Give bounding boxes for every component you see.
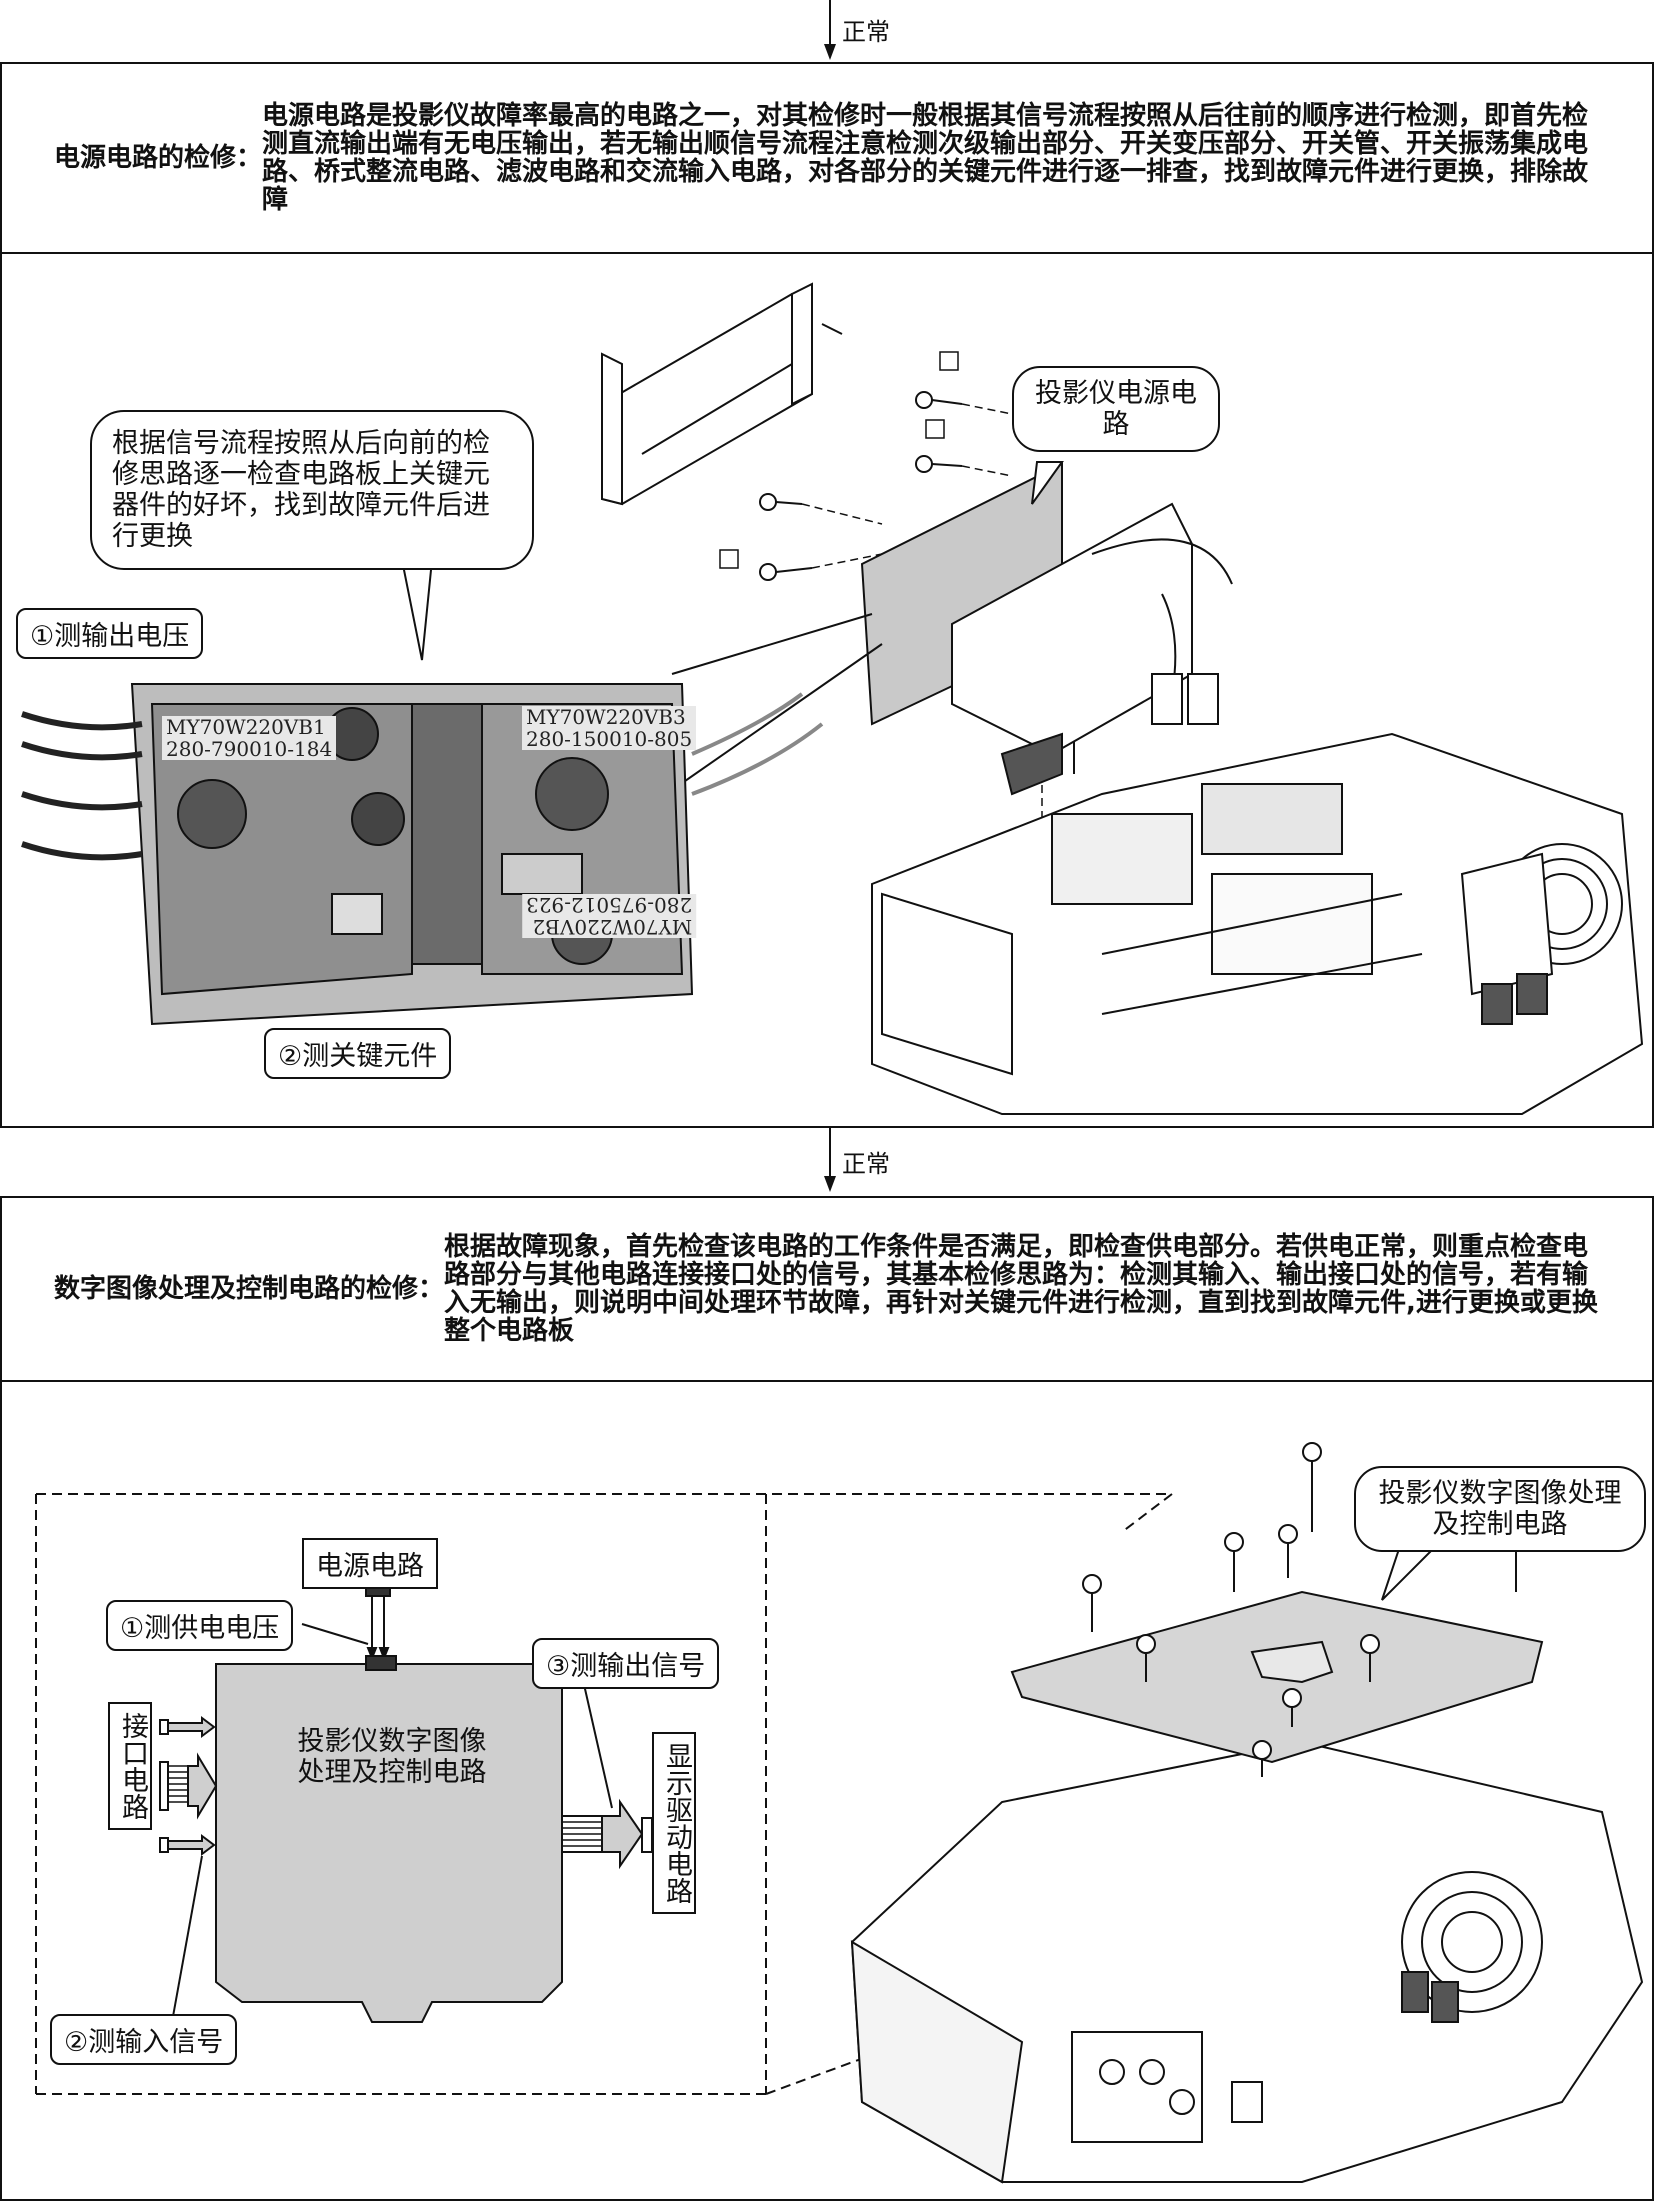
callout-power-circuit: 投影仪电源电路: [1012, 366, 1220, 452]
label-output-signal: ③测输出信号: [532, 1638, 720, 1689]
label-supply-voltage-text: ①测供电电压: [120, 1613, 280, 1644]
digital-board-title-text: 投影仪数字图像处理及控制电路: [297, 1726, 487, 1788]
output-cables: [691, 692, 824, 796]
display-driver-box: 显示驱动电路: [652, 1732, 696, 1914]
projector-chassis: [871, 732, 1644, 1115]
label-output-voltage-text: ①测输出电压: [30, 621, 190, 652]
label-key-parts: ②测关键元件: [264, 1028, 452, 1079]
section2-body: 根据故障现象，首先检查该电路的工作条件是否满足，即检查供电部分。若供电正常，则重…: [444, 1232, 1598, 1346]
section1-illustration: MY70W220VB1 280-790010-184 MY70W220VB3 2…: [0, 252, 1654, 1128]
input-arrows: [159, 1716, 218, 2023]
input-cables: [21, 711, 143, 861]
board-tag-3: MY70W220VB2 280-975012-923: [522, 893, 697, 939]
section2-illustration: 电源电路 ①测供电电压 ③测输出信号 ②测输入信号 投影仪数字图像处理及控制电路…: [0, 1380, 1654, 2201]
power-circuit-text: 电源电路: [316, 1551, 424, 1582]
section2-heading: 数字图像处理及控制电路的检修：: [54, 1274, 445, 1304]
board-tag-1b: 280-790010-184: [166, 737, 333, 761]
power-circuit-drawing: [21, 282, 1644, 1115]
interface-circuit-text: 接口电路: [117, 1712, 148, 1820]
board-tag-2b: 280-150010-805: [526, 727, 693, 751]
board-tag-3b: 280-975012-923: [526, 893, 693, 917]
flow-label-normal-top: 正常: [842, 18, 890, 46]
power-circuit-box: 电源电路: [302, 1538, 438, 1589]
callout-pointers: [400, 461, 1064, 661]
label-input-signal: ②测输入信号: [50, 2014, 238, 2065]
label-key-parts-text: ②测关键元件: [278, 1041, 438, 1072]
flow-arrow-top: [820, 0, 840, 62]
digital-board-title: 投影仪数字图像处理及控制电路: [292, 1726, 492, 1788]
section1-body: 电源电路是投影仪故障率最高的电路之一，对其检修时一般根据其信号流程按照从后往前的…: [262, 101, 1589, 215]
interface-circuit-box: 接口电路: [108, 1702, 152, 1830]
shield-bracket: [601, 282, 843, 506]
output-arrow: [561, 1657, 653, 1870]
board-block: [215, 1663, 563, 2023]
projector-digital: [850, 1740, 1644, 2184]
callout-power-circuit-text: 投影仪电源电路: [1035, 378, 1197, 440]
callout-repair-approach: 根据信号流程按照从后向前的检修思路逐一检查电路板上关键元器件的好坏，找到故障元件…: [90, 410, 534, 570]
board-tag-1a: MY70W220VB1: [166, 715, 326, 739]
section1-heading: 电源电路的检修：: [54, 143, 263, 173]
board-tag-2a: MY70W220VB3: [526, 705, 686, 729]
callout-repair-approach-text: 根据信号流程按照从后向前的检修思路逐一检查电路板上关键元器件的好坏，找到故障元件…: [112, 428, 490, 552]
flow-arrow-middle: [820, 1128, 840, 1194]
board-tag-1: MY70W220VB1 280-790010-184: [162, 715, 337, 761]
display-driver-text: 显示驱动电路: [661, 1742, 692, 1904]
section1-text-band: 电源电路的检修： 电源电路是投影仪故障率最高的电路之一，对其检修时一般根据其信号…: [0, 62, 1654, 254]
power-board-exploded: [860, 462, 1233, 796]
flow-label-normal-middle: 正常: [842, 1150, 890, 1178]
connector-lines: [651, 613, 883, 805]
digital-circuit-drawing: [35, 1442, 1644, 2184]
label-output-signal-text: ③测输出信号: [546, 1651, 706, 1682]
callout-digital: 投影仪数字图像处理及控制电路: [1354, 1466, 1646, 1552]
label-supply-voltage: ①测供电电压: [106, 1600, 294, 1651]
board-tag-2: MY70W220VB3 280-150010-805: [522, 705, 697, 751]
power-connector: [301, 1581, 397, 1671]
section2-text-band: 数字图像处理及控制电路的检修： 根据故障现象，首先检查该电路的工作条件是否满足，…: [0, 1196, 1654, 1382]
label-output-voltage: ①测输出电压: [16, 608, 204, 659]
label-input-signal-text: ②测输入信号: [64, 2027, 224, 2058]
board-tag-3a: MY70W220VB2: [532, 915, 693, 939]
callout-digital-text: 投影仪数字图像处理及控制电路: [1378, 1478, 1622, 1540]
